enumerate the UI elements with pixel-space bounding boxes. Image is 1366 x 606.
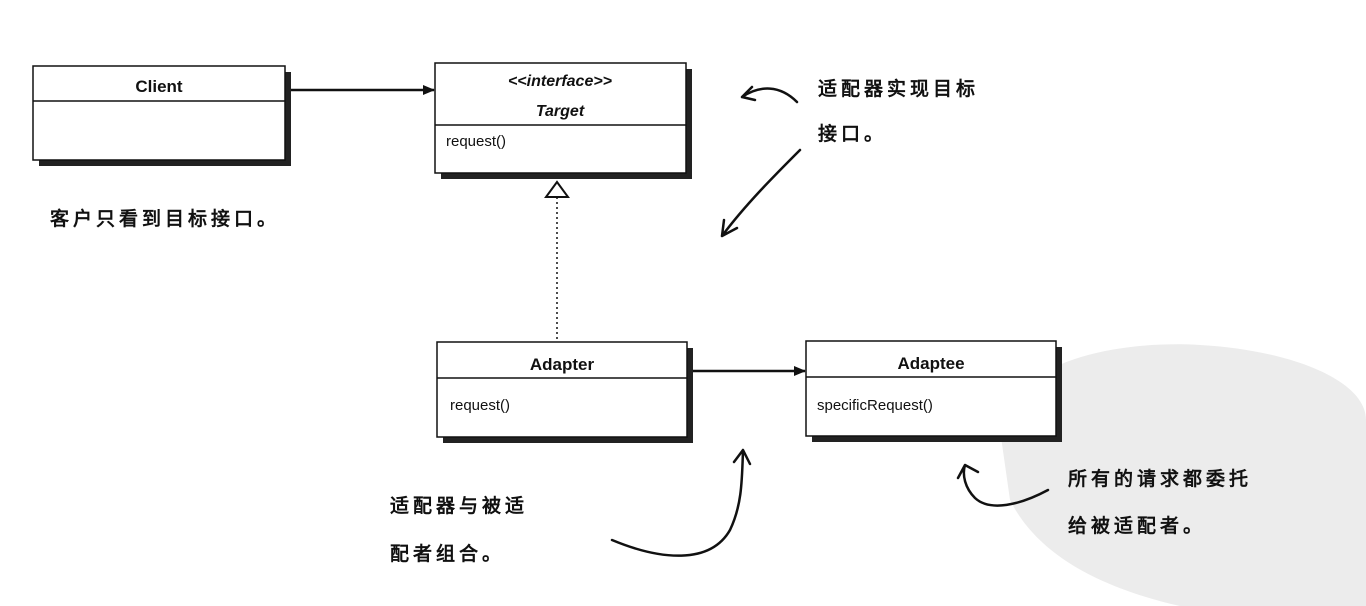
composition-note-line1: 适配器与被适 (390, 494, 528, 517)
stereotype-label: <<interface>> (508, 73, 612, 90)
adapter-implements-note-line2: 接口。 (818, 123, 887, 145)
class-adapter: Adapter request() (436, 341, 693, 443)
method-specific-request: specificRequest() (817, 397, 933, 414)
composition-note-line2: 配者组合。 (390, 542, 505, 565)
watermark-blob (1000, 344, 1366, 606)
class-name: Client (135, 77, 183, 96)
method-request: request() (450, 397, 510, 414)
class-name: Adaptee (897, 354, 964, 373)
client-note: 客户只看到目标接口。 (50, 207, 280, 230)
class-target: <<interface>> Target request() (434, 62, 692, 179)
annotation-arrow (720, 148, 802, 238)
realization-triangle (544, 180, 570, 198)
annotation-arrow (610, 448, 752, 557)
class-adaptee: Adaptee specificRequest() (805, 340, 1062, 442)
delegation-note-line1: 所有的请求都委托 (1068, 467, 1252, 490)
annotation-arrow (956, 463, 1050, 507)
annotation-arrow (740, 85, 799, 104)
class-name: Target (536, 103, 585, 120)
class-name: Adapter (530, 355, 595, 374)
method-request: request() (446, 133, 506, 150)
class-client: Client (32, 65, 291, 166)
delegation-note-line2: 给被适配者。 (1068, 514, 1206, 537)
adapter-implements-note-line1: 适配器实现目标 (818, 77, 979, 100)
